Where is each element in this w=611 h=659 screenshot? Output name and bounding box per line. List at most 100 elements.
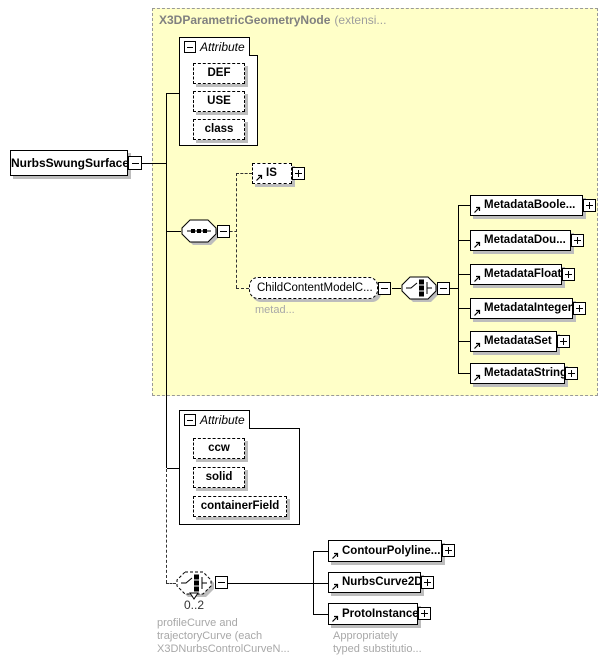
connector-root xyxy=(142,163,166,164)
connector-curves-main xyxy=(228,583,328,584)
element-nurbsswungsurface[interactable]: NurbsSwungSurface xyxy=(10,150,130,176)
annotation-line: Appropriately xyxy=(333,630,398,642)
annotation-line: profileCurve and xyxy=(157,617,238,629)
element-metadataboolean[interactable]: MetadataBoole... xyxy=(470,195,583,216)
choice-annotation: profileCurve and trajectoryCurve (each X… xyxy=(157,617,290,656)
attr-group-bottom-tab: Attribute xyxy=(179,410,250,429)
trunk-line xyxy=(166,93,167,468)
collapse-attr-bottom-button[interactable] xyxy=(184,414,196,426)
stub-curve-3 xyxy=(313,614,328,615)
annotation-line: trajectoryCurve (each xyxy=(157,630,263,642)
expand-metadatainteger-button[interactable] xyxy=(573,302,586,315)
reference-arrow-icon xyxy=(474,275,481,282)
group-label: ChildContentModelC... xyxy=(257,282,373,294)
element-metadatafloat[interactable]: MetadataFloat xyxy=(470,264,562,285)
element-metadatadouble[interactable]: MetadataDou... xyxy=(470,230,571,251)
annotation-line: X3DNurbsControlCurveN... xyxy=(157,643,290,655)
collapse-root-button[interactable] xyxy=(128,156,142,170)
reference-arrow-icon xyxy=(474,206,481,213)
reference-arrow-icon xyxy=(474,342,481,349)
sequence-compositor-icon xyxy=(181,219,219,245)
connector-meta-branch xyxy=(450,288,458,289)
element-label: MetadataDou... xyxy=(484,234,566,246)
attribute-ccw[interactable]: ccw xyxy=(193,438,245,459)
element-label: NurbsSwungSurface xyxy=(11,156,130,170)
attribute-class[interactable]: class xyxy=(193,119,245,140)
base-type-suffix: (extensi... xyxy=(334,13,387,27)
attr-group-top-tab: Attribute xyxy=(179,37,250,56)
stub-metadata-5 xyxy=(458,341,470,342)
expand-metadatastring-button[interactable] xyxy=(565,367,578,380)
element-metadataset[interactable]: MetadataSet xyxy=(470,331,557,352)
element-label: ProtoInstance xyxy=(342,608,419,620)
reference-arrow-icon xyxy=(256,174,263,181)
attribute-label: DEF xyxy=(207,67,231,79)
stub-metadata-3 xyxy=(458,274,470,275)
group-childcontentmodel[interactable]: ChildContentModelC... xyxy=(249,277,378,299)
connector-is xyxy=(236,173,252,174)
reference-arrow-icon xyxy=(474,309,481,316)
connector-attr-bottom xyxy=(167,468,179,469)
expand-metadatafloat-button[interactable] xyxy=(562,268,575,281)
expand-contourpolyline-button[interactable] xyxy=(442,544,455,557)
expand-metadataset-button[interactable] xyxy=(557,335,570,348)
collapse-childcontent-button[interactable] xyxy=(378,282,391,295)
attribute-label: class xyxy=(204,123,234,135)
connector-sequence xyxy=(167,231,181,232)
collapse-choice-curves-button[interactable] xyxy=(215,576,228,589)
attribute-solid[interactable]: solid xyxy=(193,467,245,488)
expand-protoinstance-button[interactable] xyxy=(418,607,431,620)
attribute-label: solid xyxy=(205,471,233,483)
base-type-name: X3DParametricGeometryNode xyxy=(159,13,331,27)
element-nurbscurve2d[interactable]: NurbsCurve2D xyxy=(328,572,423,593)
stub-metadata-2 xyxy=(458,240,470,241)
element-is[interactable]: IS xyxy=(252,163,292,184)
choice-compositor-curves-icon xyxy=(176,571,214,600)
element-label: MetadataBoole... xyxy=(484,199,576,211)
connector-seq-branch xyxy=(230,231,237,232)
attr-group-title: Attribute xyxy=(200,40,245,54)
collapse-attr-top-button[interactable] xyxy=(184,41,196,53)
connector-childcontent xyxy=(236,288,249,289)
reference-arrow-icon xyxy=(474,241,481,248)
stub-metadata-4 xyxy=(458,308,470,309)
attribute-use[interactable]: USE xyxy=(193,91,245,112)
expand-metadataboolean-button[interactable] xyxy=(583,199,596,212)
element-label: MetadataString xyxy=(484,367,568,379)
attribute-label: ccw xyxy=(208,442,230,454)
stub-curve-1 xyxy=(313,551,328,552)
reference-arrow-icon xyxy=(332,615,339,622)
occurs-marker-icon xyxy=(189,592,199,600)
expand-nurbscurve2d-button[interactable] xyxy=(421,576,434,589)
element-metadatainteger[interactable]: MetadataInteger xyxy=(470,298,573,319)
attribute-label: USE xyxy=(207,95,231,107)
base-type-header: X3DParametricGeometryNode(extensi... xyxy=(159,13,386,27)
expand-metadatadouble-button[interactable] xyxy=(571,234,584,247)
stub-metadata-1 xyxy=(458,205,470,206)
element-protoinstance[interactable]: ProtoInstance xyxy=(328,603,419,625)
attribute-label: containerField xyxy=(200,500,280,512)
expand-is-button[interactable] xyxy=(292,167,305,180)
collapse-sequence-button[interactable] xyxy=(217,225,230,238)
collapse-choice-meta-button[interactable] xyxy=(437,282,450,295)
childcontent-annotation: metad... xyxy=(255,304,295,316)
element-label: MetadataInteger xyxy=(484,302,573,314)
element-label: NurbsCurve2D xyxy=(342,576,423,588)
reference-arrow-icon xyxy=(332,552,339,559)
element-contourpolyline[interactable]: ContourPolyline... xyxy=(328,540,442,562)
occurrence-label: 0..2 xyxy=(184,598,205,612)
branch-line-dashed xyxy=(236,173,237,288)
connector-choice-meta xyxy=(392,288,401,289)
annotation-line: typed substitutio... xyxy=(333,643,422,655)
connector-attr-top xyxy=(167,93,179,94)
attr-group-title: Attribute xyxy=(200,413,245,427)
element-label: MetadataFloat xyxy=(484,268,562,280)
element-metadatastring[interactable]: MetadataString xyxy=(470,363,568,384)
attribute-containerfield[interactable]: containerField xyxy=(193,496,287,517)
curves-branch-line xyxy=(313,551,314,615)
choice-compositor-icon xyxy=(401,276,439,302)
element-label: ContourPolyline... xyxy=(342,545,441,557)
attribute-def[interactable]: DEF xyxy=(193,63,245,84)
stub-metadata-6 xyxy=(458,373,470,374)
